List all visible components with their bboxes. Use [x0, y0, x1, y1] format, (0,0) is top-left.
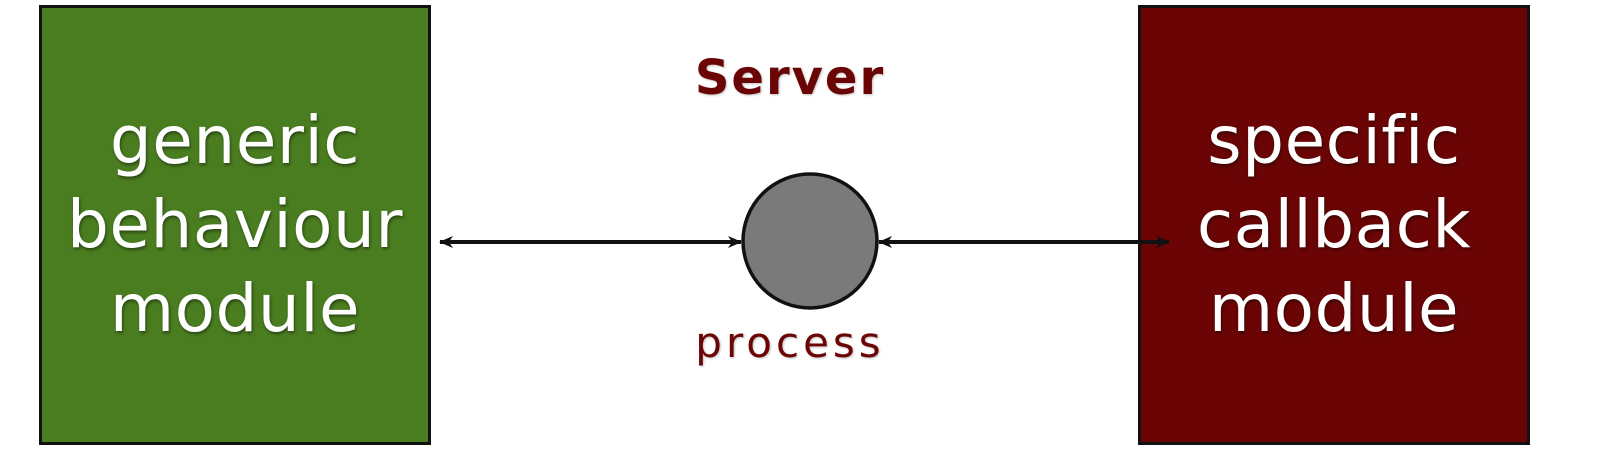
specific-callback-module-box: specific callback module: [1138, 5, 1530, 445]
right-module-line-2: callback: [1196, 186, 1472, 263]
server-title: Server: [694, 50, 886, 106]
server-process-node: [741, 172, 879, 310]
generic-behaviour-module-box: generic behaviour module: [39, 5, 431, 445]
specific-callback-module-label: specific callback module: [1197, 99, 1471, 351]
left-module-line-1: generic: [109, 102, 361, 179]
left-module-line-3: module: [109, 270, 361, 347]
right-module-line-1: specific: [1207, 102, 1461, 179]
left-module-line-2: behaviour: [66, 186, 403, 263]
generic-behaviour-module-label: generic behaviour module: [67, 99, 403, 351]
right-module-line-3: module: [1208, 270, 1460, 347]
process-label: process: [695, 318, 885, 367]
